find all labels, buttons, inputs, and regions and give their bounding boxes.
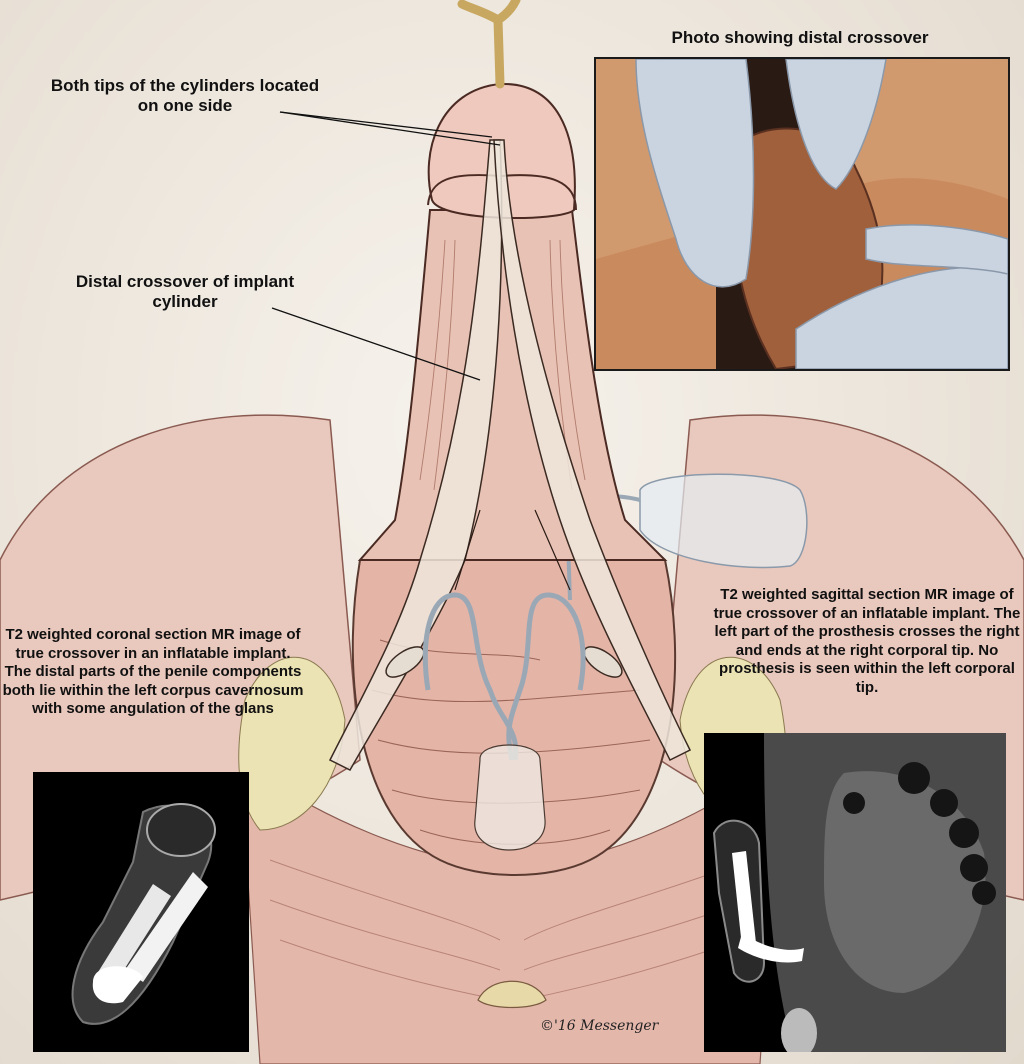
sagittal-mr-image (704, 733, 1006, 1052)
artist-signature: ©'16 Messenger (540, 1018, 659, 1034)
cylinder-tips-label: Both tips of the cylinders located on on… (50, 76, 320, 116)
distal-crossover-label: Distal crossover of implant cylinder (75, 272, 295, 312)
coronal-mr-caption: T2 weighted coronal section MR image of … (2, 626, 304, 718)
bowel-loops (843, 762, 996, 905)
coronal-mr-image (33, 772, 249, 1052)
pump (474, 744, 546, 851)
right-implant-cylinder (493, 139, 692, 762)
corporotomy-sutures (454, 509, 571, 591)
anus (477, 980, 547, 1009)
catheter (457, 0, 521, 89)
sagittal-mr-rendering (704, 733, 1006, 1052)
coronal-mr-rendering (33, 772, 249, 1052)
reservoir-balloon (639, 473, 808, 569)
clinical-photo (594, 57, 1010, 371)
left-implant-cylinder (328, 139, 503, 771)
clinical-photo-image (596, 59, 1008, 369)
sagittal-mr-caption: T2 weighted sagittal section MR image of… (713, 586, 1021, 696)
leader-lines (271, 111, 501, 381)
pump-tubing (422, 592, 586, 761)
photo-caption: Photo showing distal crossover (671, 28, 929, 47)
